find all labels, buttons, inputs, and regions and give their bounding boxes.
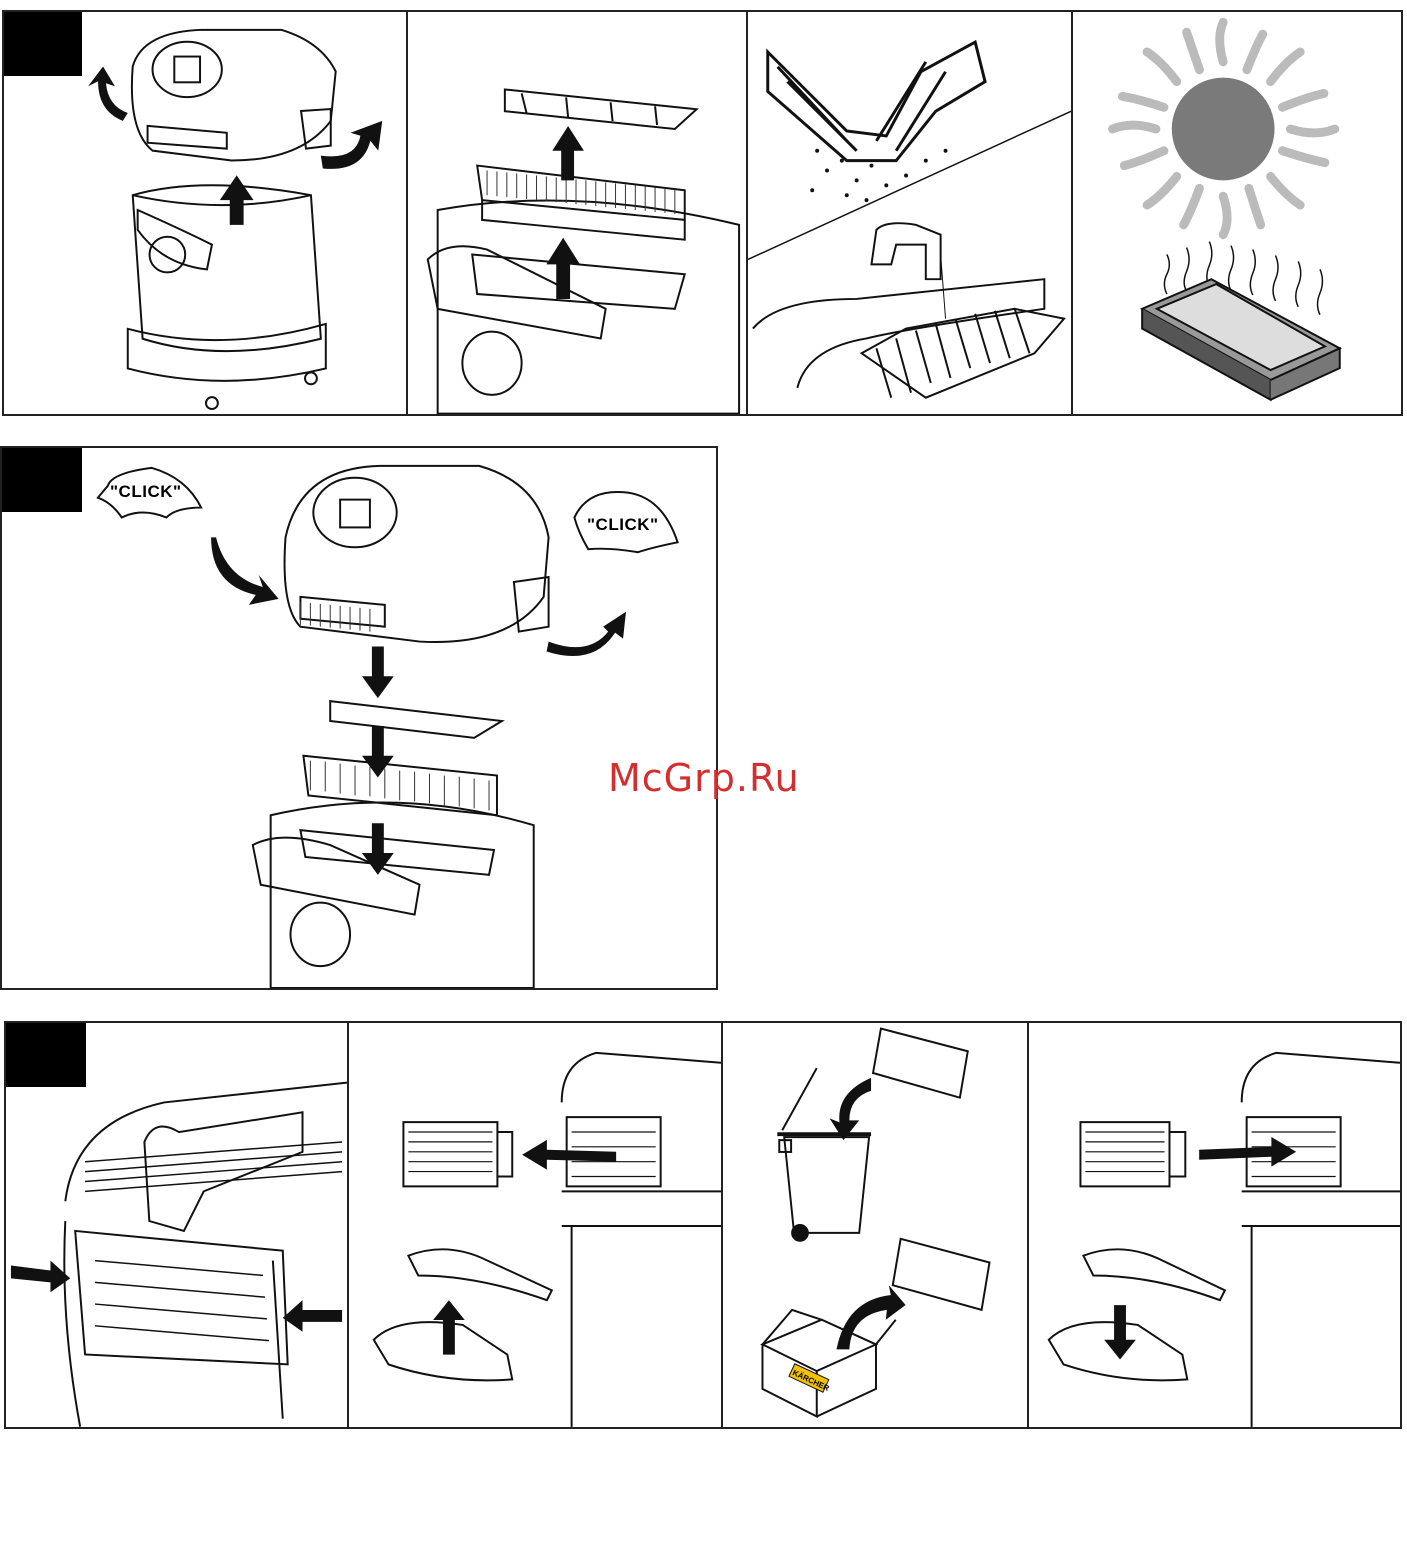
sun-icon <box>1113 22 1335 234</box>
step2-reassemble-panel: "CLICK" "CLICK" <box>0 446 718 990</box>
curved-arrow-icon <box>88 66 128 120</box>
curved-arrow-icon <box>211 537 279 605</box>
curved-arrow-icon <box>837 1285 906 1349</box>
cardboard-box-icon <box>762 1310 895 1417</box>
step3-install-new-panel <box>1027 1021 1402 1429</box>
filter-removal-illustration <box>408 12 746 414</box>
step3-dispose-panel: KÄRCHER <box>721 1021 1029 1429</box>
filter-cover-clips-illustration <box>6 1023 347 1427</box>
filter-drying-illustration <box>1073 12 1401 414</box>
step3-release-clips-panel <box>4 1021 349 1429</box>
filter-washing-illustration <box>748 12 1071 414</box>
click-label-left: "CLICK" <box>110 482 182 502</box>
cover-installation-illustration <box>1029 1023 1400 1427</box>
watermark-text: McGrp.Ru <box>608 756 800 800</box>
click-label-right: "CLICK" <box>587 515 659 535</box>
curved-arrow-icon <box>547 612 626 656</box>
arrow-up-icon <box>220 175 254 225</box>
step1-dry-filter-panel <box>1071 10 1403 416</box>
water-tap-icon <box>871 223 945 318</box>
arrow-up-icon <box>546 126 584 299</box>
disposal-illustration: KÄRCHER <box>723 1023 1027 1427</box>
cover-removal-illustration <box>349 1023 721 1427</box>
arrow-down-icon <box>1104 1305 1136 1359</box>
step1-clean-filter-panel <box>746 10 1073 416</box>
step1-remove-head-panel <box>2 10 408 416</box>
arrow-down-icon <box>362 647 394 875</box>
curved-arrow-icon <box>830 1078 871 1140</box>
step3-remove-cover-panel <box>347 1021 723 1429</box>
step1-remove-filter-panel <box>406 10 748 416</box>
vacuum-head-lift-illustration <box>4 12 406 414</box>
